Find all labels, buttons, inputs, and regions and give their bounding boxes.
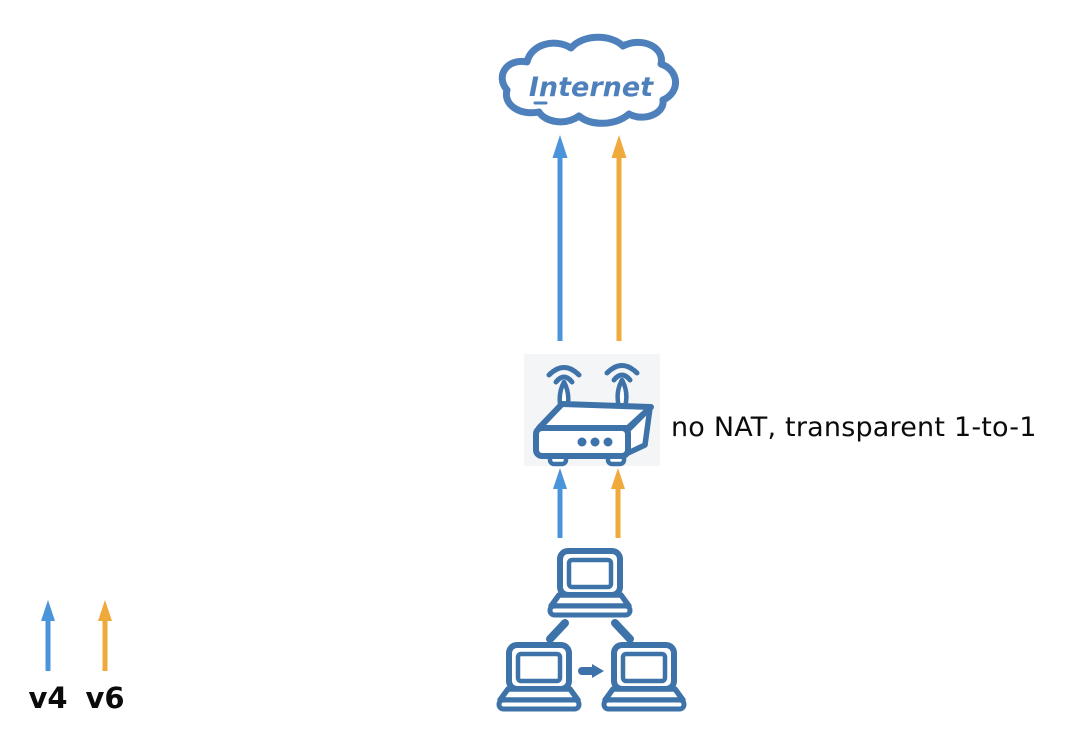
router-led-dot [603,437,613,447]
router-icon [524,354,660,467]
legend-v6-label: v6 [85,681,125,715]
laptop-icon [604,645,684,709]
legend-v6-arrow [98,600,112,671]
internet-cloud-icon: Internet [498,33,679,127]
router-led-dot [590,437,600,447]
wifi-wave-icon [553,374,575,385]
laptop-icon [550,551,630,615]
lan-link-arrowhead [592,664,604,678]
legend-v4-label: v4 [28,681,68,715]
laptop-icon [499,645,579,709]
lan-link [546,619,569,643]
lan-link [611,619,634,643]
wifi-wave-icon [604,363,640,376]
v4-arrow-router-to-internet [552,135,568,341]
lan-computers-icon [488,543,700,733]
v4-arrow-lan-to-router [553,468,567,538]
v6-arrow-router-to-internet [611,135,627,341]
wifi-wave-icon [611,372,633,383]
v6-arrow-lan-to-router [611,468,625,538]
wifi-wave-icon [546,365,582,378]
router-annotation: no NAT, transparent 1-to-1 [671,412,1037,443]
internet-label: Internet [529,72,654,103]
router-led-dot [577,437,587,447]
legend-v4-arrow [41,600,55,671]
